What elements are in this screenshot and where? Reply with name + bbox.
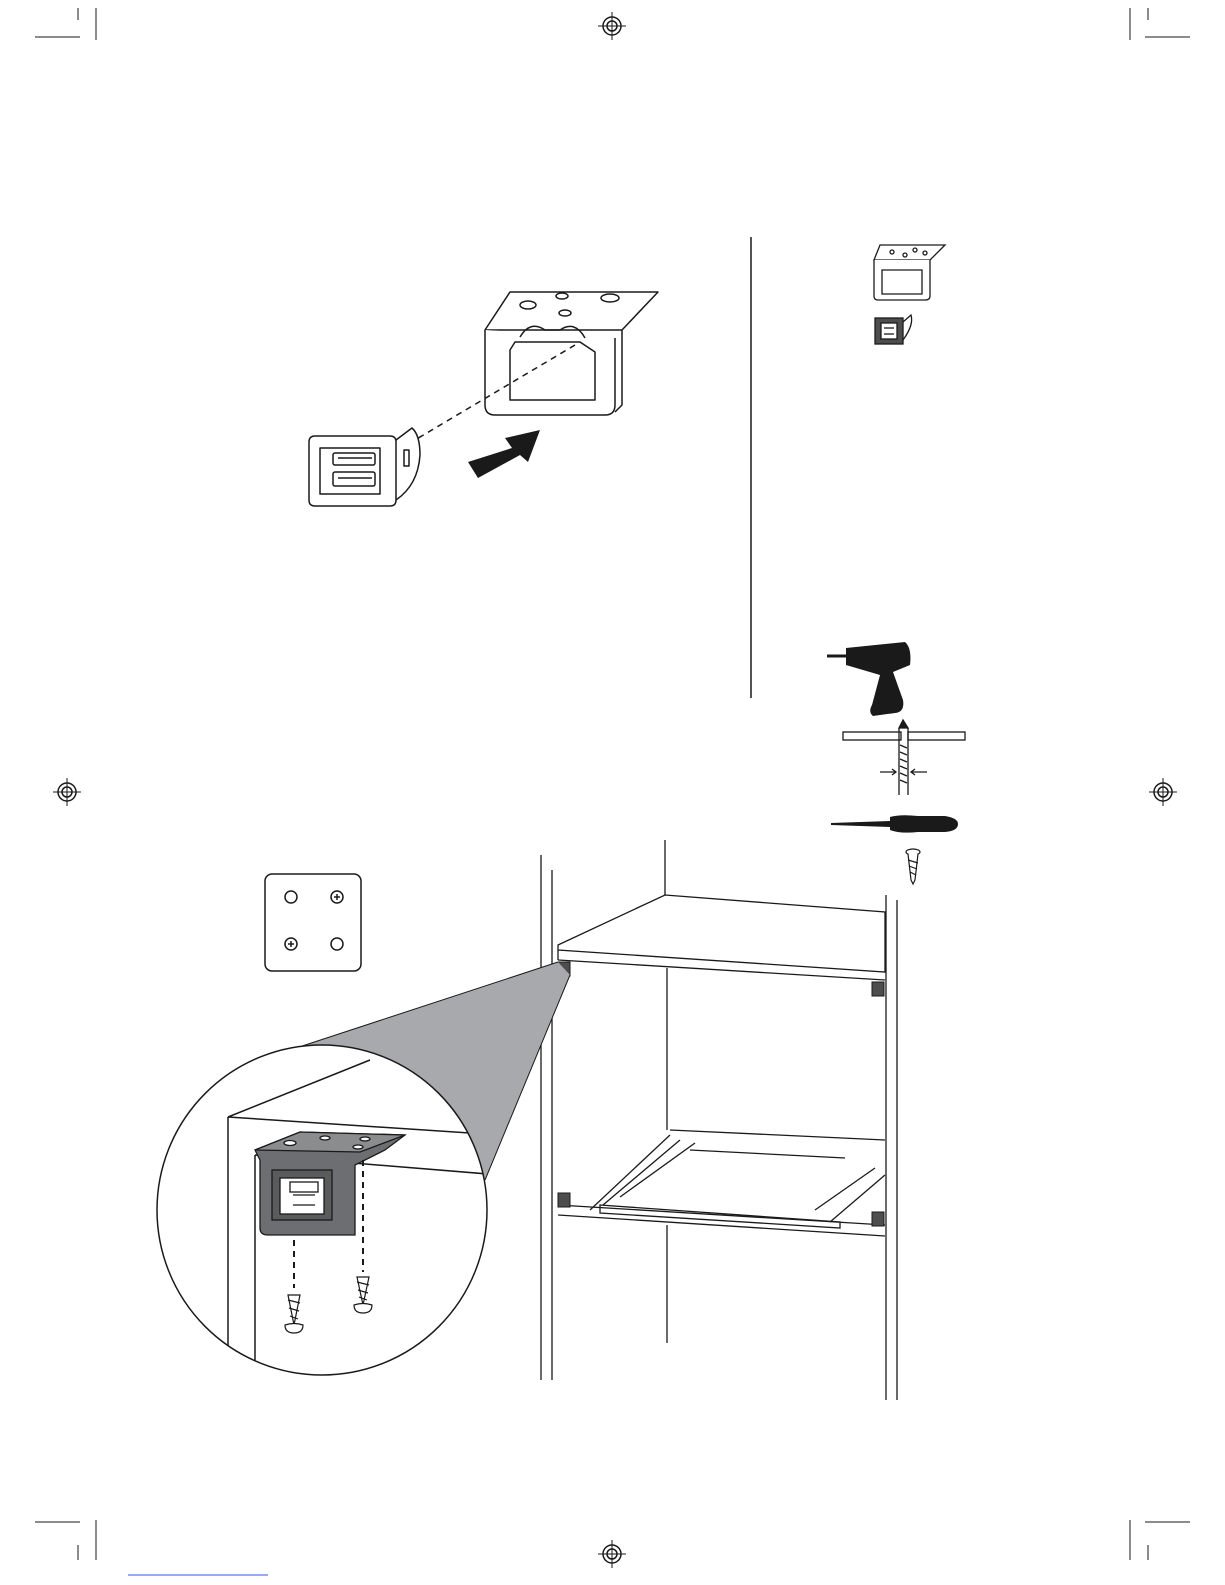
screwdriver-icon — [831, 815, 958, 832]
pilot-hole-icon — [843, 720, 965, 795]
cabinet-catch-markers — [558, 962, 884, 1226]
registration-mark-top — [598, 12, 626, 40]
hole-template — [265, 874, 361, 971]
bracket-icon — [874, 245, 945, 300]
screw-icon — [906, 849, 920, 884]
drill-icon — [827, 642, 910, 716]
insert-arrow — [468, 430, 540, 478]
catch-icon — [875, 315, 912, 344]
registration-mark-bottom — [598, 1540, 626, 1568]
registration-mark-right — [1149, 778, 1177, 806]
cabinet-illustration — [541, 840, 897, 1400]
registration-mark-left — [53, 778, 81, 806]
